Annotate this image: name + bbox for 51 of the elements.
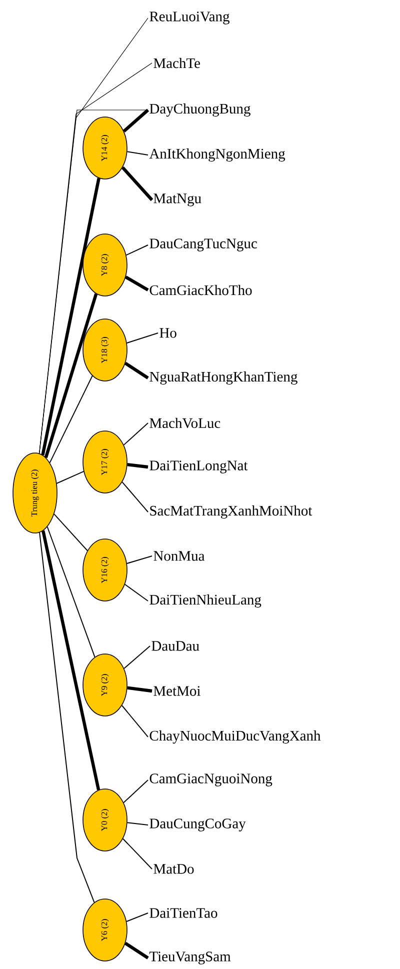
connector-line <box>124 276 149 292</box>
connector-line <box>126 151 148 156</box>
connector-line <box>126 822 148 826</box>
symptom-label: DaiTienLongNat <box>150 460 248 474</box>
connector-line <box>126 332 158 344</box>
symptom-label: ReuLuoiVang <box>150 12 230 24</box>
connector-line <box>126 912 148 922</box>
connector-line <box>124 362 149 380</box>
symptom-label: NguaRatHongKhanTieng <box>150 371 298 385</box>
connector-line <box>124 584 148 602</box>
connector-line <box>124 646 150 669</box>
connector-line <box>39 532 95 903</box>
connector-line <box>124 942 149 960</box>
connector-line <box>123 780 148 804</box>
connector-line <box>42 530 100 790</box>
symptom-label: Ho <box>160 328 176 338</box>
symptom-label: MatNgu <box>154 194 202 206</box>
connector-line <box>126 244 148 256</box>
symptom-label: MachTe <box>154 58 200 68</box>
symptom-label: AnItKhongNgonMieng <box>149 148 286 162</box>
symptom-label: DauDau <box>152 641 200 651</box>
connector-line <box>122 482 148 512</box>
symptom-label: DaiTienNhieuLang <box>150 594 262 608</box>
symptom-label: DaiTienTao <box>150 908 218 918</box>
symptom-label: CamGiacNguoiNong <box>150 774 272 786</box>
symptom-label: DauCangTucNguc <box>150 238 257 252</box>
symptom-label: NonMua <box>154 551 205 561</box>
connector-line <box>121 705 148 738</box>
symptom-label: DayChuongBung <box>150 103 250 117</box>
connector-line <box>41 178 100 456</box>
connector-line <box>39 110 148 454</box>
connector-line <box>127 463 148 469</box>
connector-line <box>46 526 96 658</box>
symptom-label: MetMoi <box>154 686 200 696</box>
connector-line <box>126 556 152 564</box>
connector-line <box>54 514 88 552</box>
connector-line <box>49 375 93 464</box>
connector-line <box>44 293 98 458</box>
connector-line <box>121 166 154 202</box>
connector-line <box>123 422 148 446</box>
symptom-label: ChayNuocMuiDucVangXanh <box>150 730 321 744</box>
symptom-label: DauCungCoGay <box>150 818 246 832</box>
connector-line <box>122 838 152 870</box>
connector-line <box>122 108 150 132</box>
symptom-label: TieuVangSam <box>149 952 231 964</box>
symptom-label: MachVoLuc <box>150 418 220 428</box>
connector-line <box>56 470 84 484</box>
symptom-label: SacMatTrangXanhMoiNhot <box>150 505 312 519</box>
symptom-label: MatDo <box>154 864 194 874</box>
connector-line <box>127 686 152 693</box>
symptom-label: CamGiacKhoTho <box>150 284 252 296</box>
